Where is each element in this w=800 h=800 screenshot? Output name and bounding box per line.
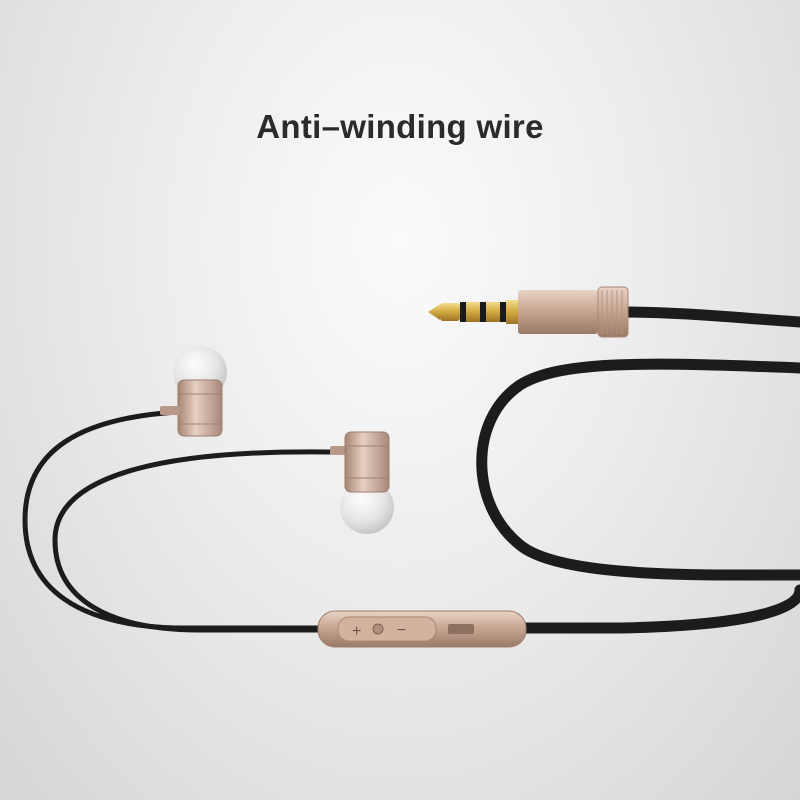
cable-right xyxy=(52,449,333,633)
inline-remote: + − xyxy=(317,610,527,648)
headline: Anti–winding wire xyxy=(256,108,544,145)
right-eartip xyxy=(340,480,394,534)
right-earbud xyxy=(330,431,394,534)
volume-minus-label: − xyxy=(397,622,406,639)
volume-plus-label: + xyxy=(352,623,361,640)
cable xyxy=(22,306,800,634)
cable-left xyxy=(22,409,323,631)
left-earbud xyxy=(160,346,227,437)
mic-switch xyxy=(448,624,474,634)
play-pause-button xyxy=(372,623,384,635)
audio-jack-plug xyxy=(428,286,629,338)
cable-main xyxy=(476,306,800,634)
